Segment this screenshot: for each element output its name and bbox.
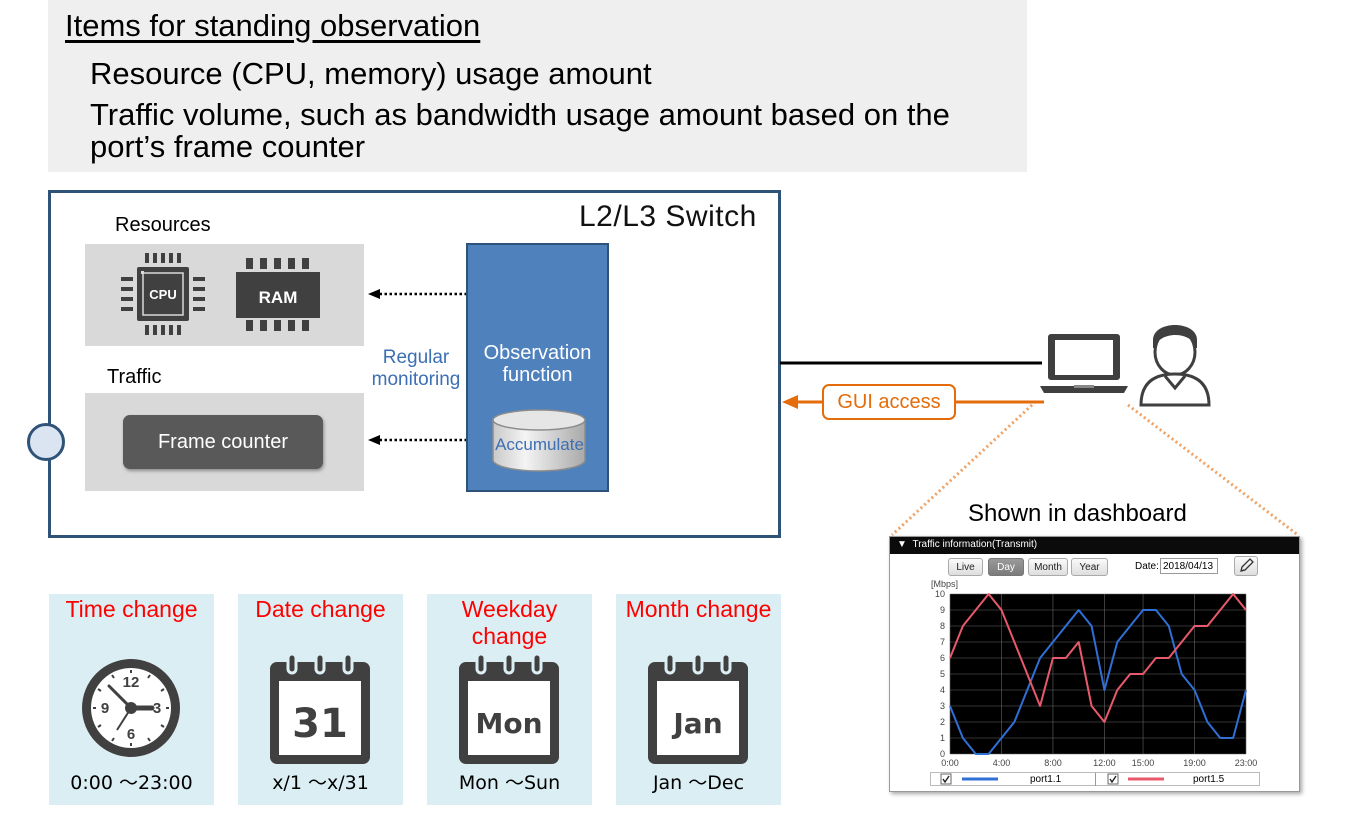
legend-label-port15: port1.5	[1193, 774, 1225, 785]
y-tick-label: 8	[940, 621, 945, 631]
clock-icon: 12 3 6 9	[82, 659, 180, 757]
dashboard-header	[890, 537, 1299, 554]
dashboard-header-title: ▼ Traffic information(Transmit)	[897, 539, 1038, 550]
x-tick-label: 0:00	[941, 758, 959, 768]
y-tick-label: 6	[940, 653, 945, 663]
banner-item-traffic-volume: Traffic volume, such as bandwidth usage …	[90, 97, 950, 164]
day-button[interactable]: Day	[988, 558, 1024, 576]
resources-label: Resources	[115, 214, 211, 236]
cpu-label: CPU	[149, 287, 176, 302]
svg-text:3: 3	[153, 700, 161, 717]
traffic-line-chart: 0 1 2 3 4 5 6 7 8 9 10 0:00 4:00 8:00 12:00 15:00 19:00 2…	[931, 579, 1258, 768]
edit-button[interactable]	[1234, 556, 1258, 576]
observation-items-banner	[48, 0, 1027, 172]
calendar-text: Mon	[475, 707, 542, 740]
dashboard-header-text: Traffic information(Transmit)	[912, 539, 1038, 550]
date-change-card: Date change 31 x/1 ～x/31	[238, 594, 403, 805]
user-icon	[1139, 325, 1211, 407]
pencil-icon	[1240, 558, 1254, 572]
accumulate-label: Accumulate	[495, 435, 584, 454]
y-tick-label: 1	[940, 733, 945, 743]
card-range: Jan ～Dec	[652, 772, 745, 794]
dashboard-caption: Shown in dashboard	[968, 500, 1187, 527]
calendar-icon: Jan	[648, 654, 748, 764]
y-tick-label: 2	[940, 717, 945, 727]
y-tick-label: 4	[940, 685, 945, 695]
switch-port-circle	[27, 423, 65, 461]
svg-text:12: 12	[123, 674, 140, 691]
legend-checkbox-port15[interactable]	[1107, 773, 1119, 785]
month-change-card: Month change Jan Jan ～Dec	[616, 594, 781, 805]
legend-swatch-port11	[962, 777, 998, 781]
month-button[interactable]: Month	[1028, 558, 1068, 576]
calendar-text: 31	[292, 701, 348, 747]
y-tick-label: 0	[940, 749, 945, 759]
y-tick-label: 3	[940, 701, 945, 711]
card-title: Time change	[65, 596, 198, 622]
frame-counter-box: Frame counter	[123, 415, 323, 469]
legend-label-port11: port1.1	[1030, 774, 1062, 785]
card-range: Mon ～Sun	[458, 772, 561, 794]
x-tick-label: 15:00	[1132, 758, 1155, 768]
series-line-port1-1	[949, 609, 1247, 755]
legend-swatch-port15	[1128, 777, 1164, 781]
date-label: Date:	[1135, 561, 1159, 572]
x-tick-label: 12:00	[1093, 758, 1116, 768]
ram-label: RAM	[259, 288, 298, 307]
x-tick-label: 19:00	[1183, 758, 1206, 768]
calendar-icon: 31	[270, 654, 370, 764]
year-button[interactable]: Year	[1071, 558, 1108, 576]
series-line-port1-5	[949, 593, 1247, 723]
banner-item-resource-usage: Resource (CPU, memory) usage amount	[90, 56, 652, 91]
y-tick-label: 9	[940, 605, 945, 615]
laptop-icon	[1040, 334, 1128, 393]
gui-access-label: GUI access	[822, 384, 956, 420]
monitoring-arrows	[368, 289, 467, 445]
x-tick-label: 4:00	[993, 758, 1011, 768]
weekday-change-card: Weekday change Mon Mon ～Sun	[427, 594, 592, 805]
svg-text:9: 9	[101, 700, 109, 717]
switch-title: L2/L3 Switch	[579, 200, 757, 233]
y-tick-label: 5	[940, 669, 945, 679]
legend-divider	[1095, 773, 1096, 786]
regular-monitoring-label: Regular monitoring	[371, 347, 461, 390]
y-tick-label: 7	[940, 637, 945, 647]
ram-icon: RAM	[236, 258, 320, 331]
y-axis-label: [Mbps]	[931, 579, 958, 589]
card-title: Month change	[625, 596, 772, 622]
card-range: x/1 ～x/31	[272, 772, 369, 794]
date-input[interactable]: 2018/04/13	[1160, 558, 1218, 574]
database-icon	[492, 409, 586, 472]
time-change-card: Time change 12 3 6 9 0:00 ～23:00	[49, 594, 214, 805]
y-tick-label: 10	[935, 589, 945, 599]
legend-checkbox-port11[interactable]	[940, 773, 952, 785]
banner-heading: Items for standing observation	[65, 8, 481, 43]
calendar-icon: Mon	[459, 654, 559, 764]
x-tick-label: 23:00	[1235, 758, 1258, 768]
calendar-text: Jan	[671, 707, 722, 740]
live-button[interactable]: Live	[948, 558, 983, 576]
cpu-icon: CPU	[121, 253, 205, 335]
x-tick-label: 8:00	[1044, 758, 1062, 768]
card-title: Weekday change	[461, 596, 558, 649]
observation-function-label: Observation function	[483, 342, 592, 386]
dashboard-zoom-lines	[890, 403, 1299, 537]
card-range: 0:00 ～23:00	[70, 772, 193, 794]
card-title: Date change	[255, 596, 386, 622]
traffic-label: Traffic	[107, 366, 162, 388]
svg-text:6: 6	[127, 726, 135, 743]
